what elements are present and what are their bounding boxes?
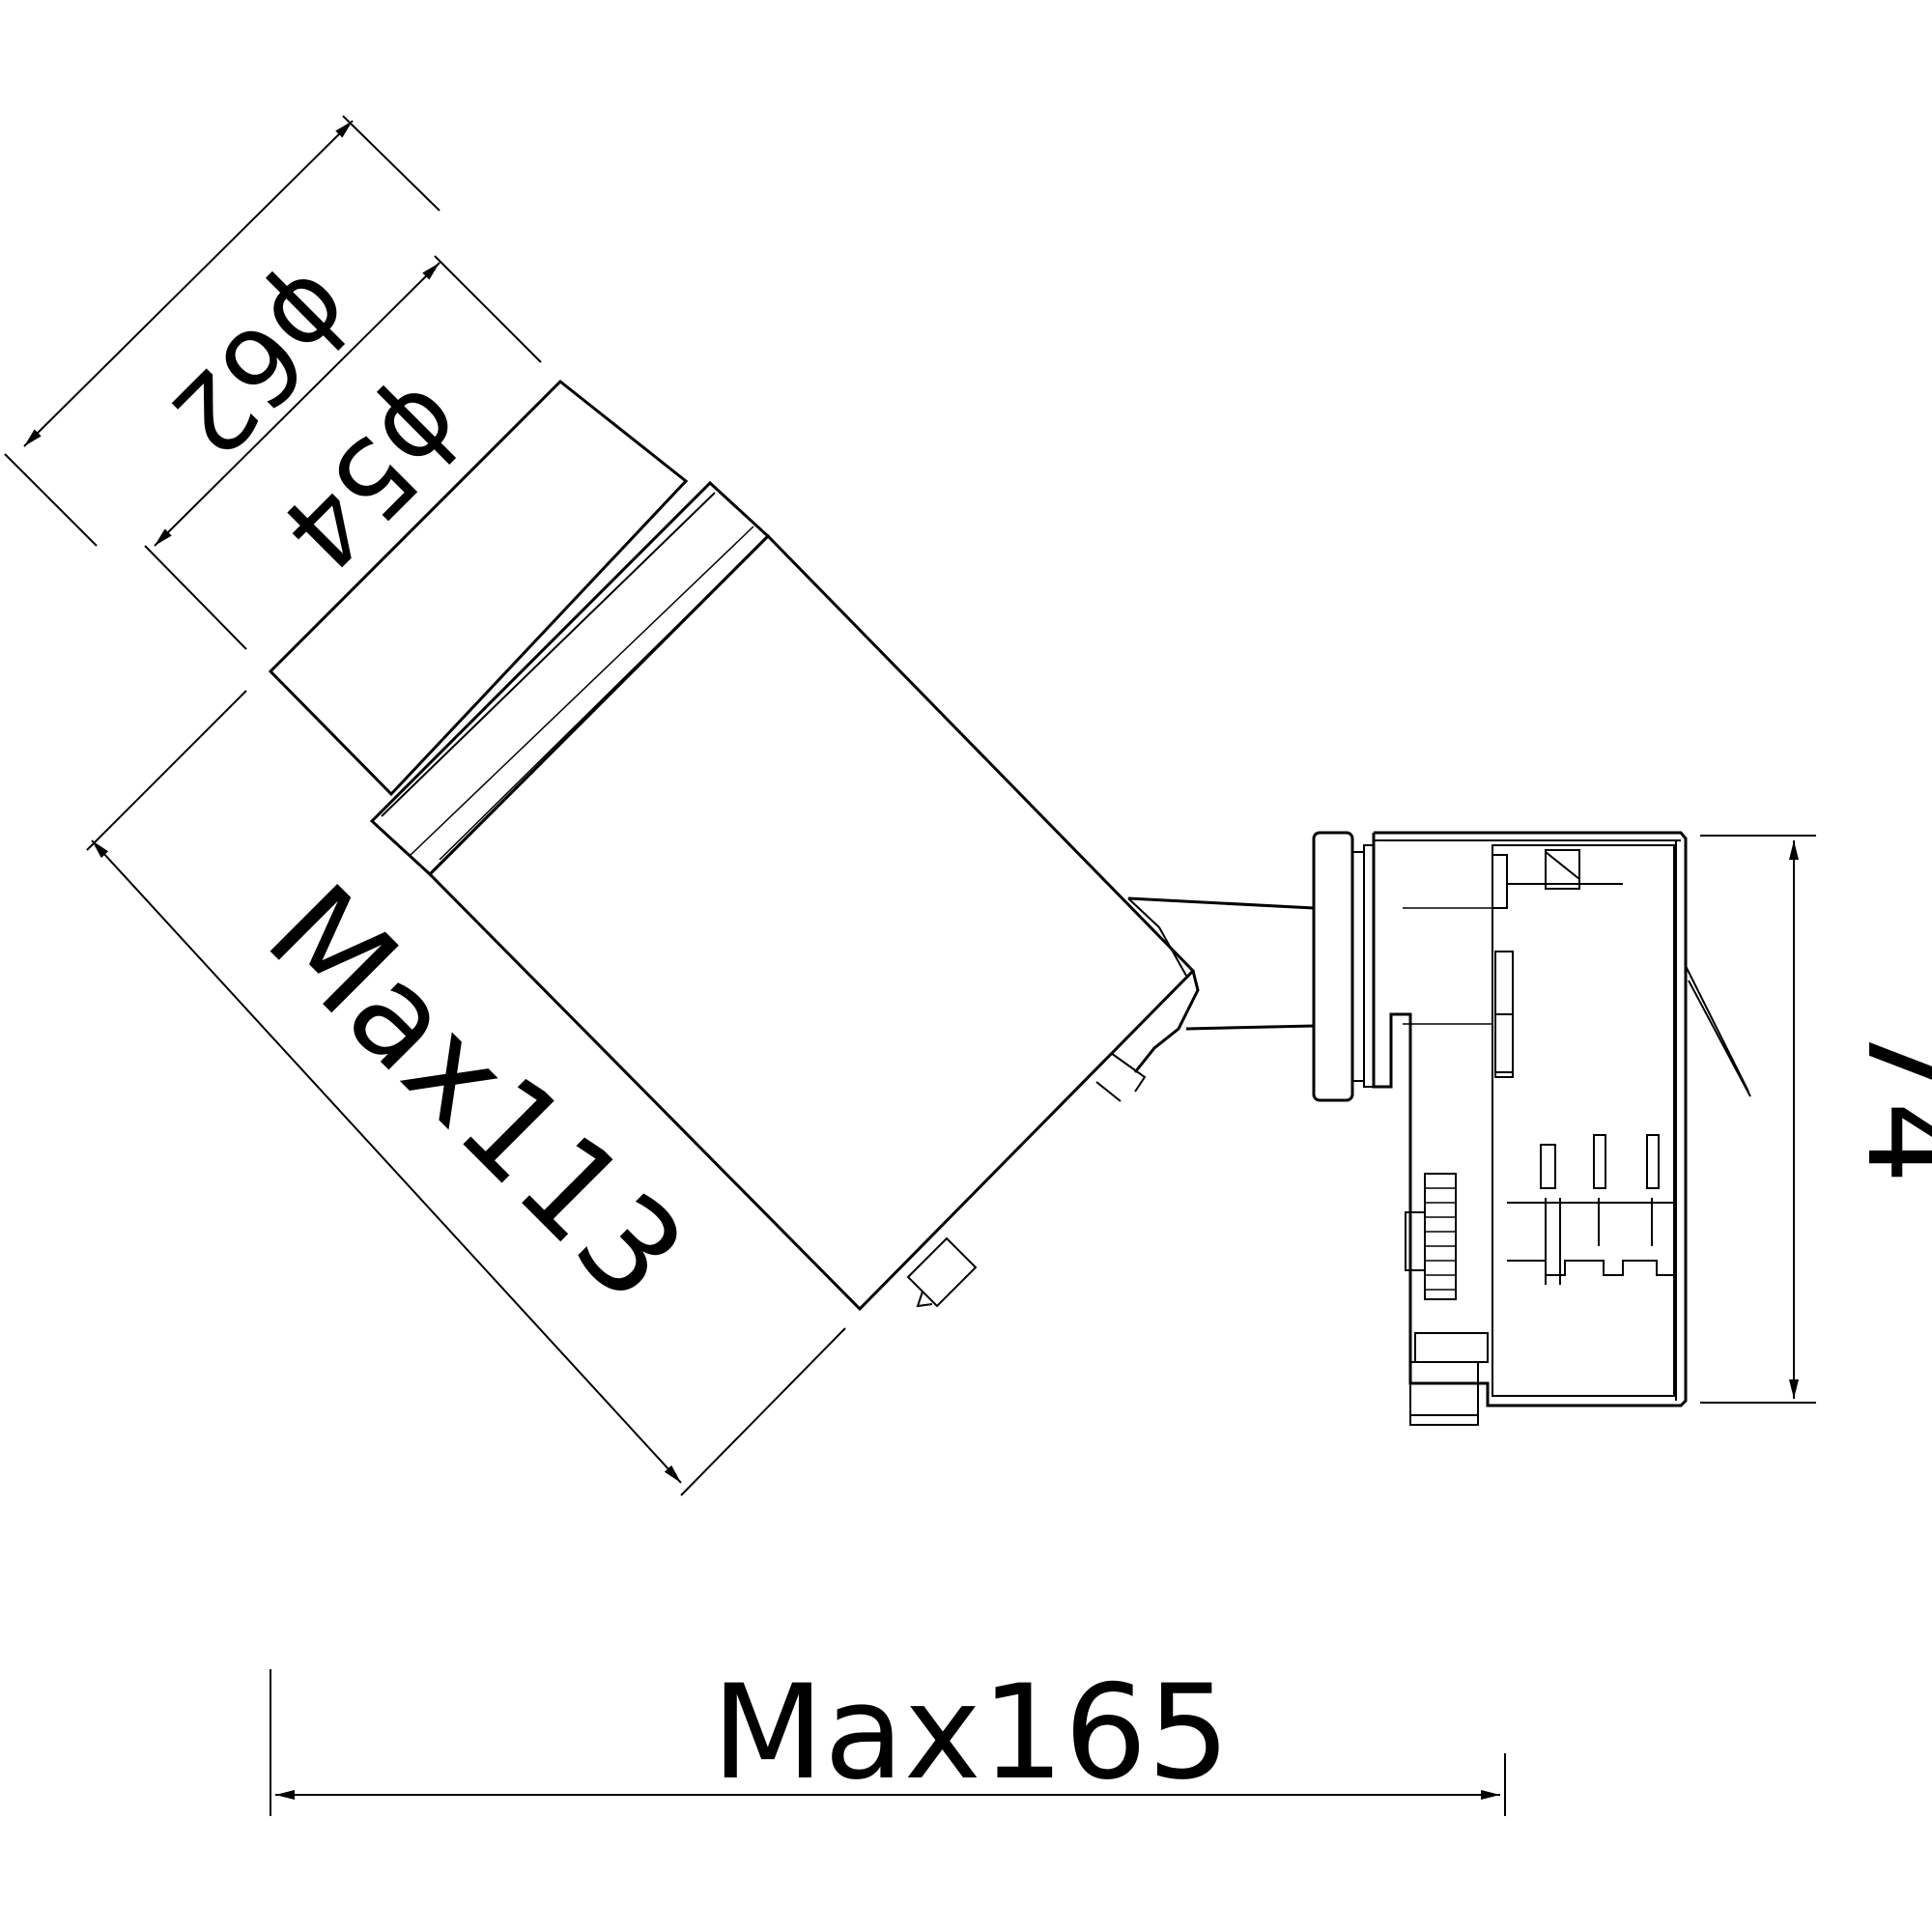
dimension-74: 74 <box>1700 835 1932 1404</box>
neck-rod-top <box>1127 896 1315 910</box>
side-latch <box>1685 965 1749 1093</box>
neck-rod-bottom <box>1185 1024 1315 1031</box>
spotlight-head <box>268 379 1315 1312</box>
bottom-clip <box>1414 1332 1489 1363</box>
track-adapter <box>1312 831 1751 1426</box>
adapter-flange <box>1312 831 1354 1102</box>
dimension-label-max165: Max165 <box>712 1657 1231 1808</box>
lens-front-section <box>268 379 689 797</box>
dimension-max165: Max165 <box>270 1657 1506 1816</box>
inner-compartment <box>1492 844 1675 1397</box>
dimension-label-74: 74 <box>1838 1018 1932 1184</box>
adapter-housing <box>1372 831 1688 1407</box>
contact-pins <box>1507 1134 1674 1285</box>
adjust-knob <box>1405 1173 1457 1300</box>
collar-ring <box>369 480 771 877</box>
key-block <box>906 1236 978 1308</box>
dimension-max113: Max113 <box>86 690 846 1496</box>
